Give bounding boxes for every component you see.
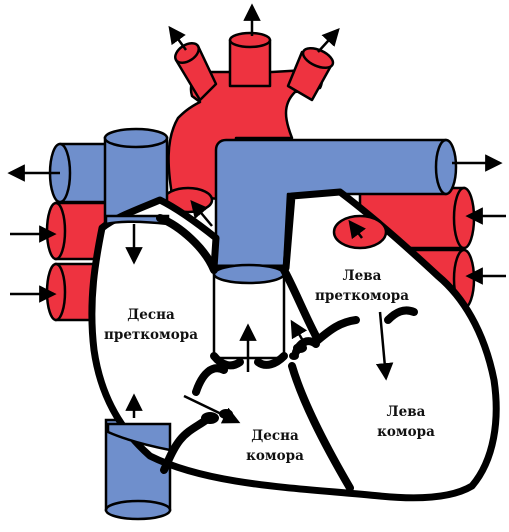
flow-arrow bbox=[318, 30, 338, 52]
right-atrium-label: Десна преткомора bbox=[100, 305, 202, 345]
left-ventricle-label-line1: Лева bbox=[364, 402, 448, 422]
right-ventricle-label-line2: комора bbox=[230, 446, 320, 466]
left-ventricle-label-line2: комора bbox=[364, 422, 448, 442]
right-ventricle-label: Десна комора bbox=[230, 426, 320, 466]
left-atrium-label-line2: преткомора bbox=[312, 286, 412, 306]
left-atrium-label: Лева преткомора bbox=[312, 266, 412, 306]
left-ventricle-label: Лева комора bbox=[364, 402, 448, 442]
right-ventricle-label-line1: Десна bbox=[230, 426, 320, 446]
right-atrium-label-line2: преткомора bbox=[100, 325, 202, 345]
left-atrium-label-line1: Лева bbox=[312, 266, 412, 286]
right-atrium-label-line1: Десна bbox=[100, 305, 202, 325]
flow-arrow bbox=[170, 28, 186, 50]
left-atrium-inflow bbox=[334, 216, 386, 248]
